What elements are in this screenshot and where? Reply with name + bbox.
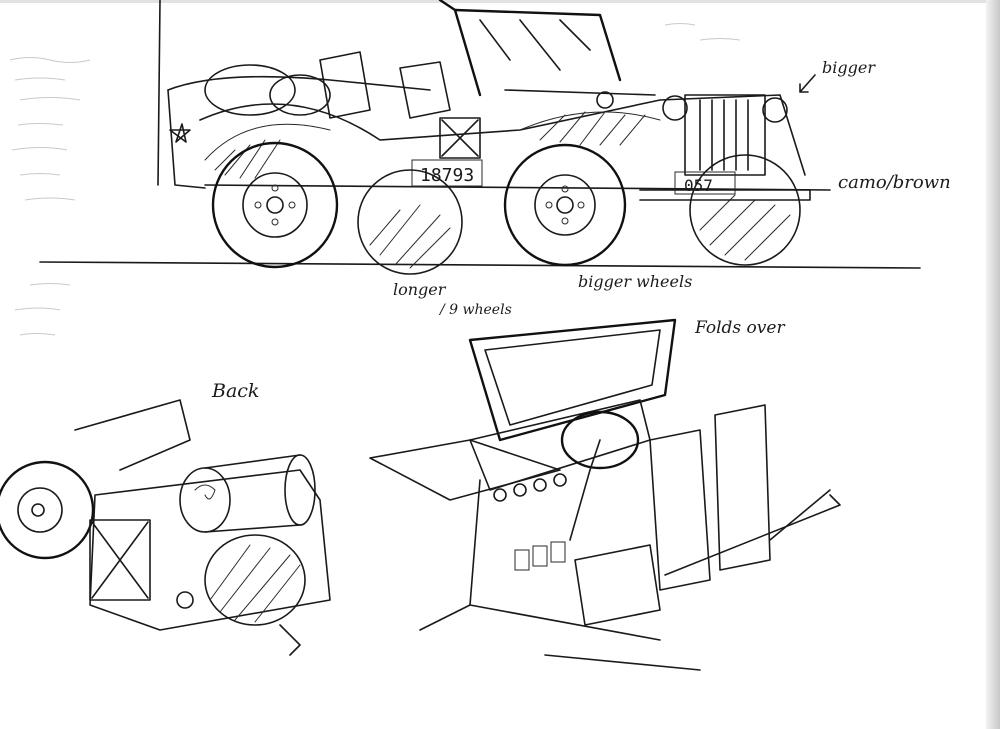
front-plate: 057 [684,176,713,195]
note-wheels: / 9 wheels [440,302,512,318]
note-camo-brown: camo/brown [838,172,951,193]
note-longer: longer [393,280,446,299]
note-folds-over: Folds over [695,318,785,338]
bleed-through-text [9,23,741,336]
note-bigger: bigger [822,58,875,77]
jeep-back-view [0,399,331,656]
note-back: Back [212,380,260,402]
jeep-interior-view [369,318,841,671]
far-front-wheel [689,154,801,266]
ground-line [39,261,921,269]
page-top-edge [0,0,1000,3]
side-number: 18793 [420,165,474,186]
page-right-edge [986,0,1000,729]
rear-wheel [211,141,339,269]
middle-wheel [357,169,463,275]
front-wheel [503,143,627,267]
note-bigger-wheels: bigger wheels [578,272,693,291]
jeep-side-view: 18793 057 [39,0,921,275]
